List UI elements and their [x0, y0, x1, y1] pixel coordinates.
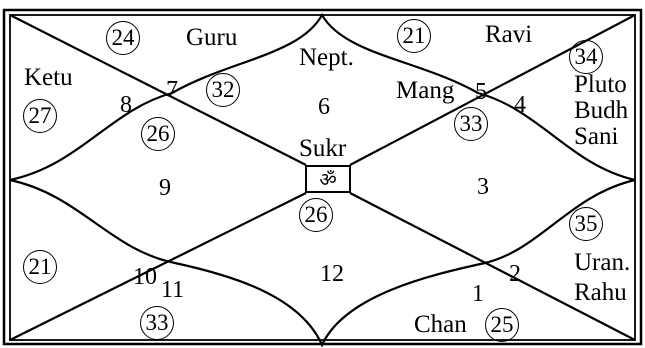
- planet-rahu: Rahu: [574, 279, 627, 306]
- curved-diamond: [9, 12, 636, 348]
- planet-mang: Mang: [396, 77, 455, 104]
- degree-house-11: 33: [140, 306, 174, 340]
- planet-sukr: Sukr: [299, 135, 347, 162]
- house-number-5: 5: [475, 79, 487, 105]
- planet-chan: Chan: [414, 311, 467, 338]
- planet-budh: Budh: [574, 97, 629, 124]
- house-number-4: 4: [514, 92, 526, 118]
- house-number-3: 3: [477, 174, 489, 200]
- degree-guru-second: 32: [206, 73, 240, 107]
- house-number-10: 10: [133, 264, 157, 290]
- degree-guru: 24: [106, 21, 140, 55]
- planet-uran: Uran.: [574, 249, 631, 276]
- planet-pluto: Pluto: [574, 71, 627, 98]
- house-number-1: 1: [472, 281, 484, 307]
- planet-guru: Guru: [186, 24, 238, 51]
- planet-nept: Nept.: [299, 44, 354, 71]
- degree-ravi: 21: [397, 19, 431, 53]
- house-number-7: 7: [166, 77, 178, 103]
- degree-house-8: 26: [141, 117, 175, 151]
- diagonal-top-left: [9, 14, 307, 166]
- degree-sukr: 26: [299, 198, 333, 232]
- degree-ketu: 27: [23, 99, 57, 133]
- degree-mang: 33: [454, 107, 488, 141]
- degree-pluto: 34: [569, 40, 603, 74]
- house-number-12: 12: [320, 261, 344, 287]
- degree-uran: 35: [569, 207, 603, 241]
- om-symbol: ॐ: [305, 165, 351, 193]
- diagonal-bottom-right: [349, 192, 636, 341]
- diagonal-bottom-left: [9, 192, 307, 341]
- house-number-2: 2: [509, 261, 521, 287]
- degree-house-10: 21: [23, 250, 57, 284]
- house-number-6: 6: [318, 94, 330, 120]
- house-number-9: 9: [159, 175, 171, 201]
- degree-chan: 25: [485, 308, 519, 342]
- planet-ketu: Ketu: [24, 64, 73, 91]
- planet-ravi: Ravi: [485, 21, 533, 48]
- house-number-11: 11: [161, 277, 185, 303]
- planet-sani: Sani: [574, 123, 619, 150]
- house-number-8: 8: [120, 92, 132, 118]
